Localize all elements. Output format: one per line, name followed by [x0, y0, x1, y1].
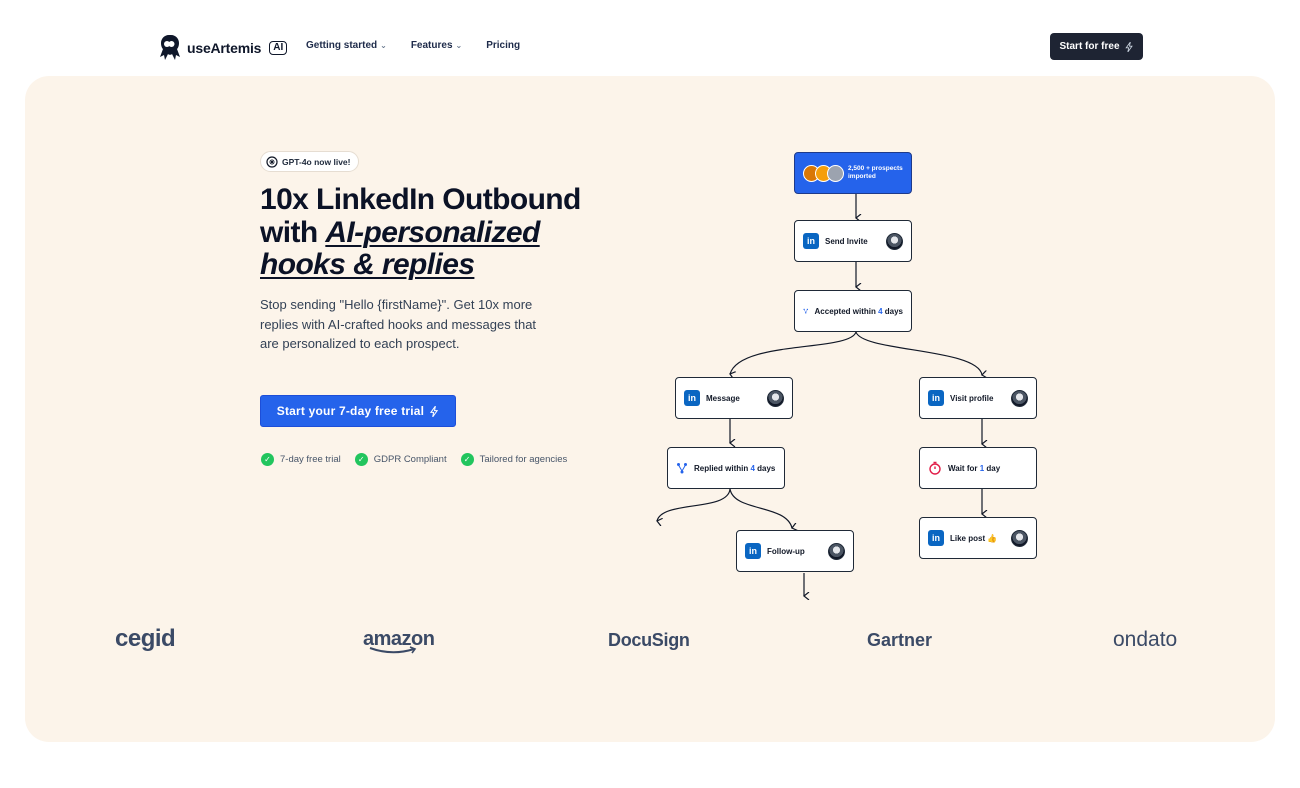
flow-node-label: Wait for 1 day: [948, 464, 1028, 473]
amazon-smile-icon: [369, 646, 417, 654]
brand-name: useArtemis: [187, 40, 262, 56]
headline-line-1: 10x LinkedIn Outbound: [260, 183, 581, 216]
check-label: 7-day free trial: [280, 454, 341, 465]
avatar: [886, 232, 903, 250]
flow-node-imported: 2,500 + prospects imported: [794, 152, 912, 194]
label-text: Accepted within: [814, 306, 879, 316]
flow-node-send-invite: in Send Invite: [794, 220, 912, 262]
label-text: days: [754, 463, 776, 473]
linkedin-icon: in: [684, 390, 700, 406]
label-number: 1: [979, 463, 985, 473]
label-text: Wait for: [948, 463, 980, 473]
flow-node-wait: Wait for 1 day: [919, 447, 1037, 489]
avatar: [828, 542, 845, 560]
bolt-icon: [430, 405, 439, 417]
flow-node-follow-up: in Follow-up: [736, 530, 854, 572]
bolt-icon: [1124, 41, 1133, 52]
cta-label: Start your 7-day free trial: [276, 404, 425, 418]
badge-label: GPT-4o now live!: [282, 156, 351, 167]
timer-icon: [929, 461, 941, 475]
headline-line-2: with AI-personalized: [260, 215, 620, 250]
start-trial-button[interactable]: Start your 7-day free trial: [260, 395, 456, 427]
flow-node-label: Accepted within 4 days: [815, 307, 903, 316]
flow-node-label: Replied within 4 days: [694, 464, 776, 473]
brand-ai-badge: AI: [269, 41, 288, 55]
avatar: [1011, 389, 1028, 407]
check-item: ✓ Tailored for agencies: [460, 453, 568, 466]
headline-plain: with: [260, 215, 326, 249]
prospect-avatars: [803, 164, 844, 182]
linkedin-icon: in: [928, 390, 944, 406]
nav-link-label: Features: [410, 40, 453, 51]
logo-amazon: amazon: [363, 628, 435, 650]
flow-node-accepted: Accepted within 4 days: [794, 290, 912, 332]
flow-node-label: Send Invite: [825, 236, 868, 246]
top-nav: useArtemis AI Getting started ⌄ Features…: [0, 0, 1300, 76]
nav-link-label: Getting started: [306, 40, 378, 51]
flow-node-label: Follow-up: [767, 546, 805, 556]
brand-logo[interactable]: useArtemis AI: [157, 33, 288, 63]
check-icon: ✓: [354, 453, 368, 466]
check-item: ✓ GDPR Compliant: [354, 453, 447, 466]
logo-ondato: ondato: [1113, 628, 1178, 651]
flow-node-label: 2,500 + prospects imported: [848, 165, 903, 180]
check-icon: ✓: [261, 453, 274, 466]
chevron-down-icon: ⌄: [455, 41, 463, 50]
headline-emphasis: AI-personalized: [325, 215, 540, 249]
linkedin-icon: in: [803, 233, 819, 249]
start-for-free-button[interactable]: Start for free: [1050, 33, 1143, 60]
flow-node-label: Visit profile: [950, 393, 994, 403]
headline-emphasis: hooks & replies: [260, 248, 475, 281]
flow-node-label: Like post 👍: [950, 533, 998, 543]
logo-gartner: Gartner: [867, 630, 933, 650]
avatar: [767, 389, 784, 407]
feature-checks: ✓ 7-day free trial ✓ GDPR Compliant ✓ Ta…: [261, 453, 567, 466]
flow-node-replied: Replied within 4 days: [667, 447, 785, 489]
logo-docusign: DocuSign: [608, 630, 690, 650]
hero-subtitle: Stop sending "Hello {firstName}". Get 10…: [260, 297, 537, 351]
cta-label: Start for free: [1059, 41, 1120, 52]
label-text: Replied within: [694, 463, 751, 473]
avatar: [1011, 529, 1028, 547]
avatar: [827, 164, 844, 182]
flow-node-label: Message: [706, 393, 740, 403]
label-text: day: [984, 463, 1001, 473]
artemis-logo-icon: [160, 35, 180, 60]
hero-headline: 10x LinkedIn Outbound with AI-personaliz…: [260, 183, 620, 282]
chevron-down-icon: ⌄: [380, 41, 387, 50]
check-item: ✓ 7-day free trial: [261, 453, 341, 466]
check-label: Tailored for agencies: [479, 454, 568, 465]
branch-icon: [803, 308, 809, 314]
label-text: days: [882, 306, 903, 316]
gpt-badge[interactable]: GPT-4o now live!: [260, 151, 360, 172]
openai-icon: [266, 155, 278, 168]
nav-links: Getting started ⌄ Features ⌄ Pricing: [306, 40, 520, 51]
hero-section: [25, 76, 1275, 742]
linkedin-icon: in: [928, 530, 944, 546]
branch-icon: [677, 463, 687, 474]
headline-line-3: hooks & replies: [260, 248, 620, 282]
check-icon: ✓: [460, 453, 474, 466]
customer-logos: cegid amazon DocuSign Gartner ondato: [0, 625, 1300, 659]
nav-features[interactable]: Features ⌄: [411, 40, 462, 51]
flow-node-message: in Message: [675, 377, 793, 419]
check-label: GDPR Compliant: [373, 454, 447, 465]
nav-pricing[interactable]: Pricing: [486, 40, 520, 51]
linkedin-icon: in: [745, 543, 761, 559]
nav-getting-started[interactable]: Getting started ⌄: [306, 40, 387, 51]
flow-node-like-post: in Like post 👍: [919, 517, 1037, 559]
label-number: 4: [878, 306, 883, 316]
flow-node-visit-profile: in Visit profile: [919, 377, 1037, 419]
nav-link-label: Pricing: [486, 40, 521, 51]
logo-cegid: cegid: [115, 625, 176, 652]
label-number: 4: [750, 463, 755, 473]
